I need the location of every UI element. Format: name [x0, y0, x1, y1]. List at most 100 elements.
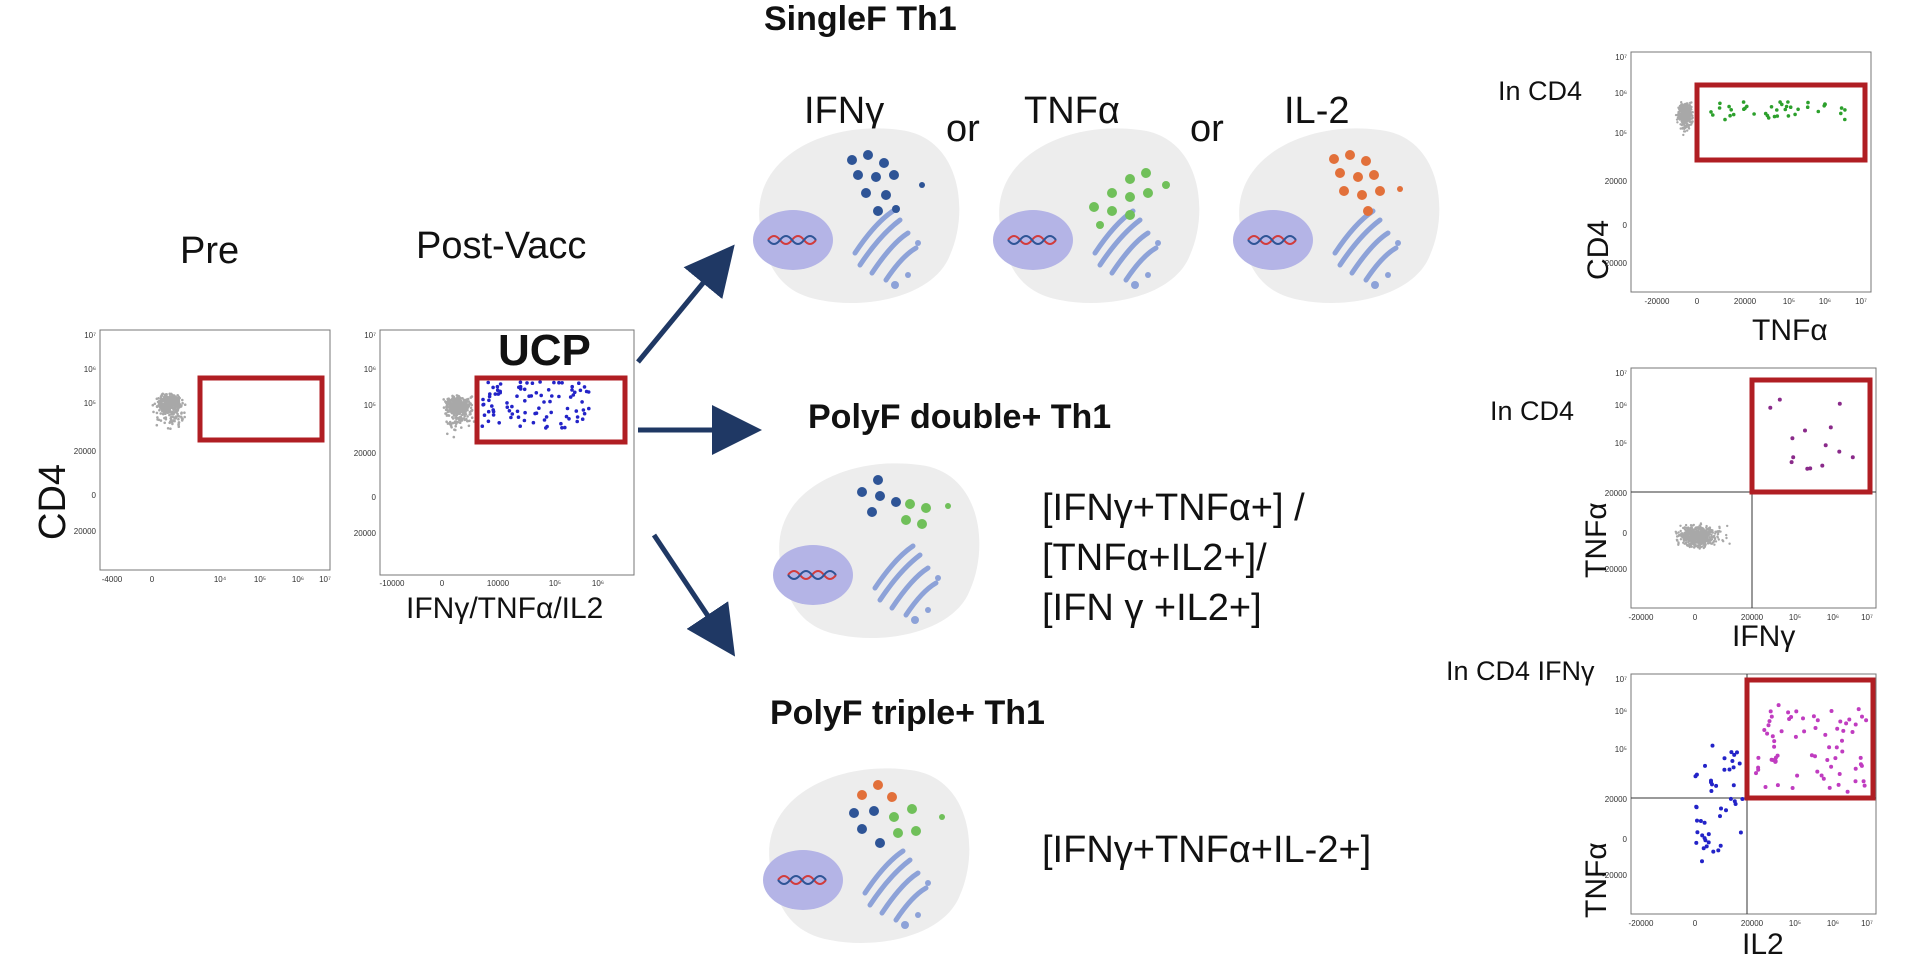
event-dot: [1723, 117, 1727, 122]
plot1-ytick: 20000: [1605, 259, 1628, 268]
event-dot: [173, 419, 176, 423]
event-dot: [1683, 127, 1686, 131]
event-dot: [1850, 730, 1855, 734]
event-dot: [1688, 103, 1691, 107]
event-dot: [460, 426, 463, 429]
pre-xtick: 10⁴: [214, 575, 227, 584]
event-dot: [1709, 780, 1713, 785]
event-dot: [1864, 718, 1869, 723]
event-dot: [461, 405, 464, 408]
event-dot: [1689, 120, 1692, 124]
event-dot: [571, 393, 576, 397]
event-dot: [1700, 542, 1703, 546]
event-dot: [175, 411, 178, 414]
event-dot: [544, 415, 549, 419]
event-dot: [1678, 110, 1682, 113]
cytokine-tnfa-label: TNFα: [1024, 90, 1120, 132]
event-dot: [560, 426, 564, 430]
plot1-gate: [1694, 82, 1868, 163]
plot2-ytick: 10⁷: [1615, 369, 1627, 378]
event-dot: [1710, 542, 1714, 545]
event-dot: [1693, 774, 1698, 779]
plot3-xtick: 10⁷: [1861, 919, 1873, 928]
event-dot: [161, 403, 164, 406]
event-dot: [1679, 529, 1682, 533]
event-dot: [451, 396, 455, 400]
pre-y-axis-label: CD4: [32, 463, 74, 540]
event-dot: [1691, 120, 1694, 123]
post-xtick: -10000: [380, 579, 405, 588]
il2-granules: [857, 780, 897, 802]
event-dot: [570, 388, 574, 392]
plot1-xtick: 10⁶: [1819, 297, 1831, 306]
plot2-xtick: 10⁷: [1861, 613, 1873, 622]
event-dot: [177, 398, 181, 402]
event-dot: [1837, 772, 1842, 776]
event-dot: [1718, 814, 1722, 819]
single-title: SingleF Th1: [764, 0, 957, 38]
plot2-positive-events: [1768, 397, 1855, 471]
event-dot: [1685, 122, 1689, 125]
plot2-ytick: 10⁵: [1615, 439, 1627, 448]
event-dot: [456, 420, 460, 424]
event-dot: [1683, 121, 1687, 125]
event-dot: [1789, 715, 1794, 719]
event-dot: [1859, 763, 1864, 768]
post-ytick: 10⁷: [364, 331, 376, 340]
event-dot: [1783, 107, 1788, 112]
event-dot: [1722, 540, 1725, 543]
event-dot: [1683, 130, 1687, 133]
event-dot: [1802, 729, 1807, 734]
event-dot: [1684, 523, 1688, 527]
event-dot: [1685, 529, 1688, 532]
event-dot: [1709, 110, 1713, 114]
cell-triple: [750, 755, 990, 955]
event-dot: [1790, 436, 1795, 441]
event-dot: [470, 416, 474, 419]
event-dot: [1801, 716, 1805, 721]
event-dot: [1815, 769, 1820, 774]
event-dot: [450, 403, 454, 406]
event-dot: [1678, 114, 1681, 117]
event-dot: [1687, 108, 1691, 112]
event-dot: [1711, 529, 1714, 532]
event-dot: [580, 400, 584, 404]
event-dot: [1839, 106, 1844, 110]
event-dot: [574, 409, 579, 413]
pre-xtick: 0: [150, 575, 155, 584]
event-dot: [158, 402, 161, 406]
or-label: or: [1190, 108, 1224, 150]
event-dot: [1695, 818, 1699, 823]
event-dot: [1725, 536, 1728, 540]
event-dot: [1837, 401, 1842, 406]
event-dot: [1690, 545, 1693, 548]
event-dot: [1776, 703, 1781, 708]
event-dot: [1740, 797, 1745, 801]
event-dot: [1838, 719, 1843, 724]
event-dot: [505, 405, 510, 409]
event-dot: [1730, 759, 1735, 763]
event-dot: [577, 381, 581, 385]
event-dot: [495, 388, 500, 392]
event-dot: [509, 415, 513, 420]
event-dot: [1683, 109, 1686, 112]
event-dot: [1678, 118, 1681, 121]
event-dot: [1686, 532, 1690, 536]
event-dot: [1728, 542, 1731, 545]
event-dot: [1735, 750, 1739, 755]
plot1: 10⁷ 10⁶ 10⁵ 20000 0 20000 -20000 0 20000…: [1605, 51, 1872, 306]
event-dot: [458, 412, 462, 416]
event-dot: [1690, 111, 1694, 114]
event-dot: [1677, 106, 1680, 110]
event-dot: [1704, 844, 1709, 849]
event-dot: [1688, 530, 1692, 534]
event-dot: [1841, 728, 1846, 733]
plot3-ytick: 10⁷: [1615, 675, 1627, 684]
event-dot: [1809, 753, 1814, 758]
event-dot: [1839, 111, 1843, 116]
event-dot: [155, 405, 159, 408]
event-dot: [454, 424, 457, 428]
event-dot: [1819, 773, 1824, 778]
event-dot: [1688, 110, 1692, 113]
event-dot: [451, 406, 455, 410]
